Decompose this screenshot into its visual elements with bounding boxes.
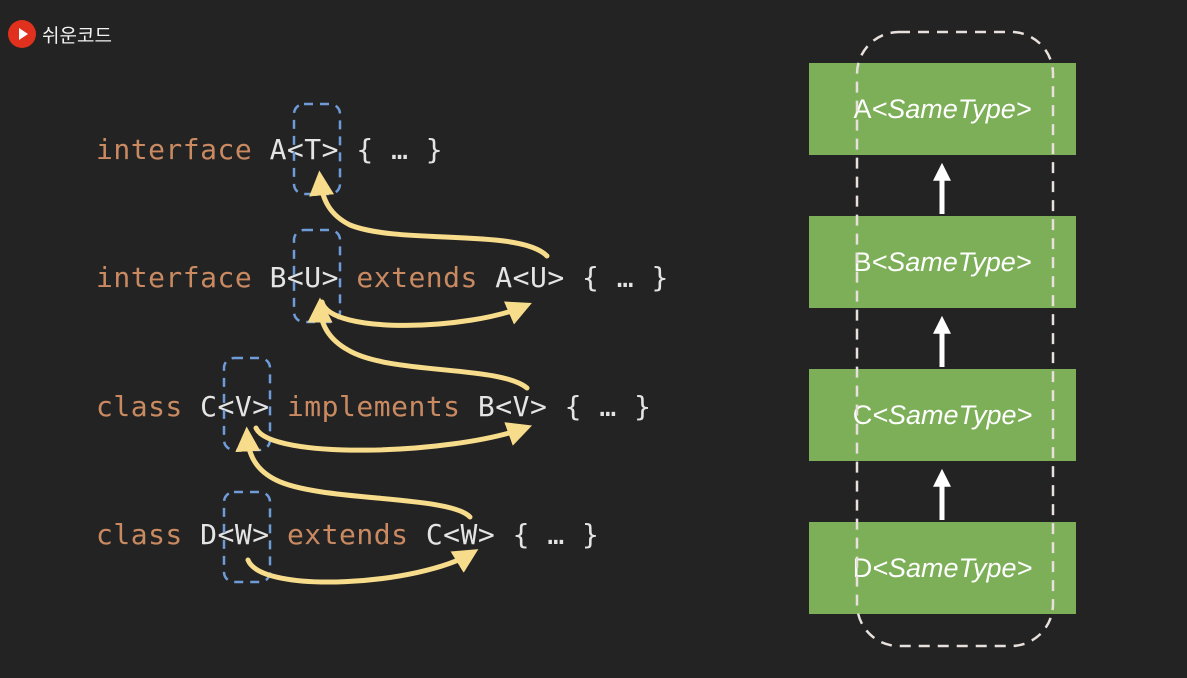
keyword: implements xyxy=(286,390,461,423)
type-box-c: C<SameType> xyxy=(809,369,1076,461)
arrow-c-w-to-v xyxy=(235,426,473,520)
type-param: <SameType> xyxy=(871,246,1032,277)
code-text: C<V> xyxy=(182,390,287,423)
keyword: class xyxy=(96,390,183,423)
channel-badge: 쉬운코드 xyxy=(8,20,112,48)
keyword: extends xyxy=(286,518,409,551)
code-text: C<W> { … } xyxy=(408,518,600,551)
keyword: interface xyxy=(96,133,253,166)
code-text: A<T> { … } xyxy=(252,133,444,166)
arrow-a-u-to-t xyxy=(309,170,550,259)
code-text: A<U> { … } xyxy=(477,261,669,294)
code-line-class-d: class D<W> extends C<W> { … } xyxy=(96,521,599,549)
keyword: extends xyxy=(356,261,478,294)
arrow-w-to-c-w xyxy=(245,549,479,585)
same-type-group-outline xyxy=(855,30,1055,648)
type-box-a: A<SameType> xyxy=(809,63,1076,155)
code-text: B<U> xyxy=(252,261,357,294)
type-param: <SameType> xyxy=(871,93,1032,124)
type-box-d: D<SameType> xyxy=(809,522,1076,614)
code-line-interface-a: interface A<T> { … } xyxy=(96,136,443,164)
code-line-interface-b: interface B<U> extends A<U> { … } xyxy=(96,264,669,292)
type-param: <SameType> xyxy=(872,399,1033,430)
type-box-b: B<SameType> xyxy=(809,216,1076,308)
arrow-v-to-b-v xyxy=(253,422,533,453)
channel-name: 쉬운코드 xyxy=(42,24,112,47)
code-text: D<W> xyxy=(182,518,287,551)
play-icon xyxy=(8,20,36,48)
keyword: interface xyxy=(96,261,253,294)
arrow-b-v-to-u xyxy=(307,297,530,391)
code-line-class-c: class C<V> implements B<V> { … } xyxy=(96,393,651,421)
type-param: <SameType> xyxy=(872,552,1033,583)
keyword: class xyxy=(96,518,183,551)
code-text: B<V> { … } xyxy=(460,390,652,423)
